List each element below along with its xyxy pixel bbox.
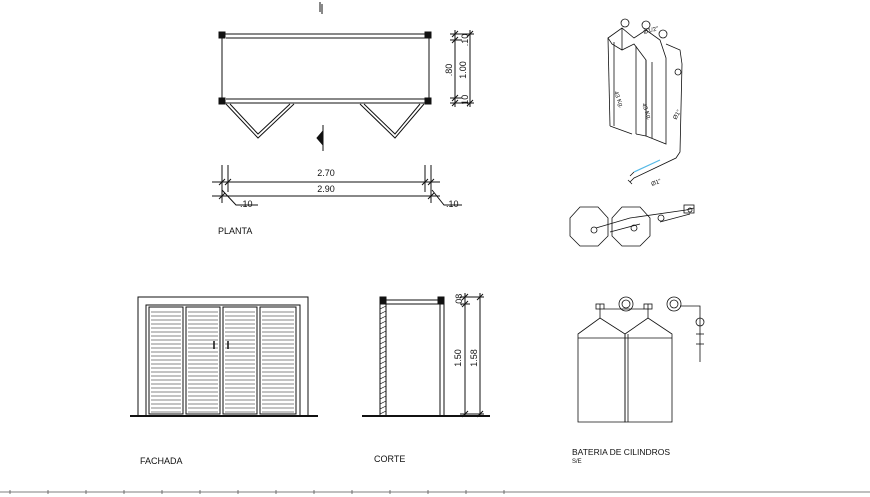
section-dimension	[460, 293, 484, 418]
plan-dim-left: .10	[240, 199, 253, 209]
plan-dim-side-total: 1.00	[458, 61, 468, 79]
pipe-label-bottom: Ø1"	[651, 179, 663, 188]
cylinder-label: 43 Kg.	[612, 91, 624, 110]
battery-title: BATERIA DE CILINDROS	[572, 447, 670, 457]
north-marker-icon	[319, 2, 323, 14]
battery-scale-note: S/E	[572, 459, 582, 465]
section-dim-top: .08	[454, 294, 464, 307]
cylinder-isometric	[607, 18, 683, 185]
plan-side-dimension	[450, 30, 474, 107]
plan-title: PLANTA	[218, 226, 252, 236]
plan-dimension-labels: 2.70 2.90 .10 .10 .10 .80 1.00 .10 PLANT…	[218, 34, 470, 236]
folding-door-left	[225, 103, 295, 139]
section-wall-hatch	[379, 305, 387, 415]
corner-post	[424, 97, 432, 105]
section-title: CORTE	[374, 454, 405, 464]
section-dim-total: 1.58	[469, 349, 479, 367]
plan-view	[212, 2, 474, 206]
section-dim-inner: 1.50	[453, 349, 463, 367]
facade-louvers	[151, 311, 294, 413]
plan-dim-side-top: .10	[460, 34, 470, 47]
plan-dim-inner: 2.70	[317, 168, 335, 178]
plan-outline	[221, 33, 430, 104]
plan-bottom-dimension	[212, 165, 462, 206]
plan-dim-side-mid: .80	[444, 64, 454, 77]
corner-post	[218, 31, 226, 39]
facade-view	[130, 296, 318, 417]
corner-post	[218, 97, 226, 105]
corner-post	[424, 31, 432, 39]
facade-title: FACHADA	[140, 456, 183, 466]
folding-door-right	[359, 103, 425, 139]
plan-dim-right: .10	[446, 199, 459, 209]
plan-dim-side-bottom: .10	[460, 95, 470, 108]
plan-dim-outer: 2.90	[317, 184, 335, 194]
sheet-border	[0, 490, 870, 494]
cylinder-battery-elevation	[577, 296, 705, 423]
pipe-label-top: Ø1/2"	[643, 26, 659, 36]
cylinder-plan	[569, 204, 695, 247]
cylinder-label: 43 Kg.	[640, 103, 652, 122]
pipe-label-right: Ø1"	[673, 109, 683, 121]
facade-door-panel	[148, 306, 297, 415]
section-view	[362, 293, 490, 418]
section-cut-marker-icon	[316, 125, 324, 151]
